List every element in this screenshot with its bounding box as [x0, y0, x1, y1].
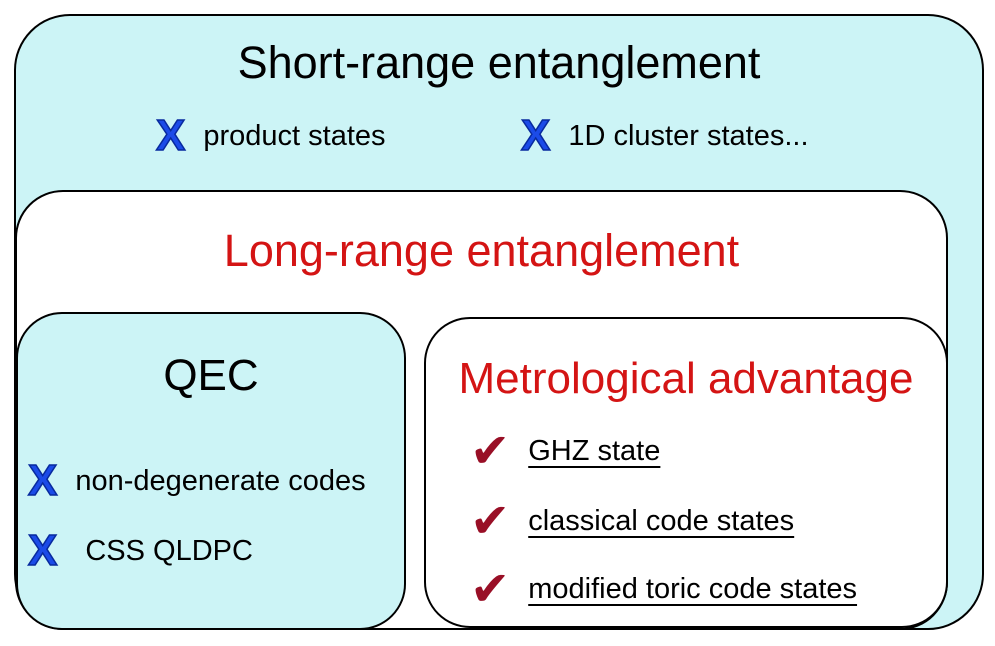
short-range-title: Short-range entanglement — [237, 37, 761, 88]
list-item-label: GHZ state — [528, 434, 661, 467]
metrological-advantage-box: Metrological advantage ✔ GHZ state ✔ cla… — [424, 317, 948, 628]
list-item-ghz-state: ✔ GHZ state — [470, 427, 660, 475]
check-icon: ✔ — [470, 493, 511, 549]
x-icon: X — [27, 526, 58, 575]
metrological-title: Metrological advantage — [458, 354, 914, 403]
check-icon: ✔ — [470, 423, 511, 479]
list-item-css-qldpc: X CSS QLDPC — [27, 526, 253, 575]
qec-title: QEC — [163, 351, 259, 400]
list-item-modified-toric-code-states: ✔ modified toric code states — [470, 565, 857, 613]
list-item-label: CSS QLDPC — [85, 534, 253, 567]
list-item-classical-code-states: ✔ classical code states — [470, 497, 794, 545]
list-item-label: non-degenerate codes — [75, 464, 366, 497]
x-icon: X — [520, 111, 551, 160]
x-icon: X — [27, 456, 58, 505]
x-icon: X — [155, 111, 186, 160]
list-item-product-states: X product states — [155, 111, 386, 160]
list-item-non-degenerate-codes: X non-degenerate codes — [27, 456, 366, 505]
list-item-label: product states — [203, 119, 386, 152]
list-item-label: 1D cluster states... — [568, 119, 809, 152]
check-icon: ✔ — [470, 561, 511, 617]
list-item-label: classical code states — [528, 504, 795, 537]
list-item-label: modified toric code states — [528, 572, 858, 605]
list-item-1d-cluster-states: X 1D cluster states... — [520, 111, 809, 160]
qec-box: QEC X non-degenerate codes X CSS QLDPC — [16, 312, 406, 630]
long-range-title: Long-range entanglement — [223, 225, 740, 276]
